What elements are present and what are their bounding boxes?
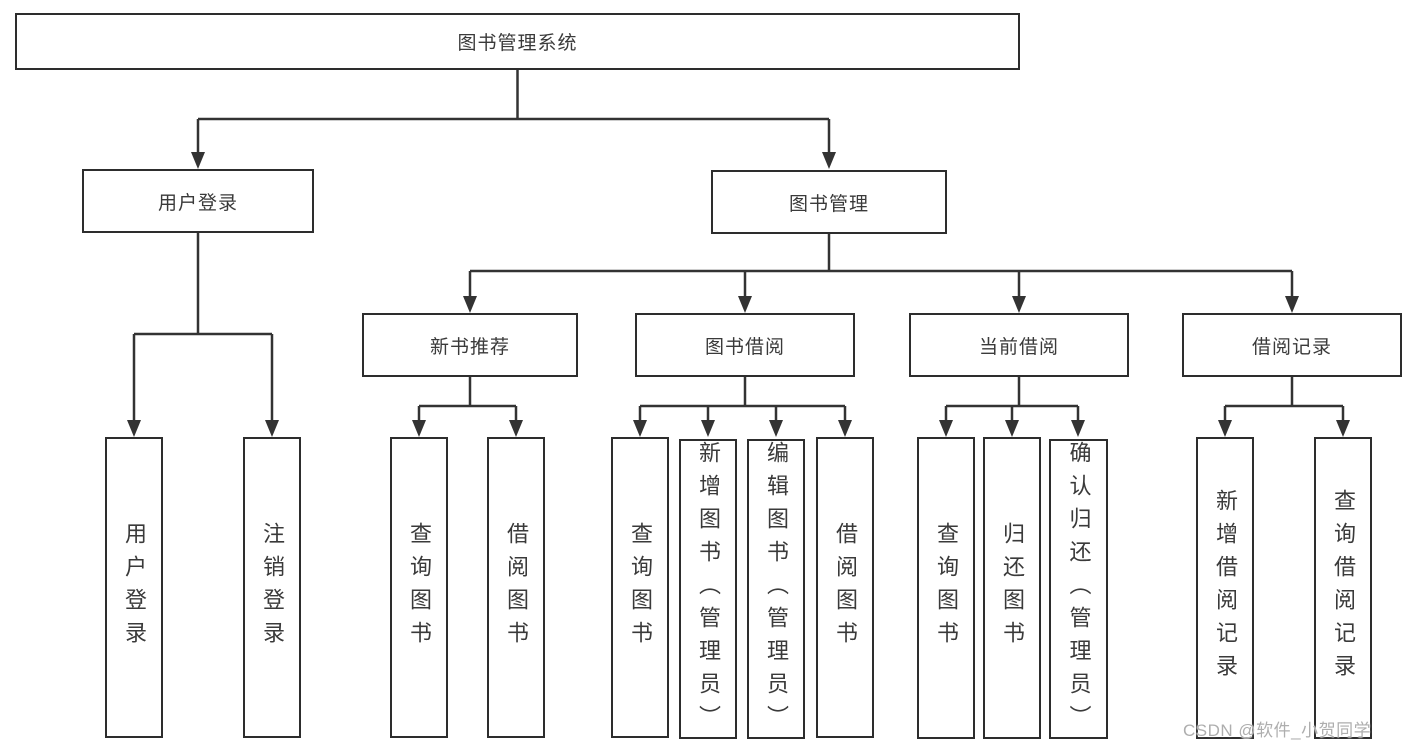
node-leaf-user-login: 用户登录 bbox=[105, 437, 163, 738]
node-leaf-br-add-record: 新增借阅记录 bbox=[1196, 437, 1254, 739]
node-label: 用户登录 bbox=[157, 192, 238, 214]
node-module-book-borrow: 图书借阅 bbox=[635, 313, 855, 377]
node-label: 当前借阅 bbox=[978, 336, 1059, 358]
node-leaf-rec-query-book: 查询图书 bbox=[390, 437, 448, 738]
node-label: 归还图书 bbox=[1000, 522, 1025, 654]
node-label: 查询图书 bbox=[934, 522, 959, 654]
node-label: 查询图书 bbox=[407, 521, 432, 654]
node-label: 确认归还（管理员） bbox=[1066, 441, 1092, 738]
node-label: 图书管理 bbox=[788, 193, 869, 215]
node-leaf-logout: 注销登录 bbox=[243, 437, 301, 738]
node-label: 新增图书（管理员） bbox=[696, 441, 721, 738]
connector-shafts bbox=[132, 70, 1345, 424]
node-leaf-cb-confirm-return-admin: 确认归还（管理员） bbox=[1049, 439, 1108, 739]
node-leaf-bb-query-book: 查询图书 bbox=[611, 437, 669, 738]
node-module-borrow-record: 借阅记录 bbox=[1182, 313, 1402, 377]
node-module-new-book-recommend: 新书推荐 bbox=[362, 313, 578, 377]
node-label: 借阅记录 bbox=[1251, 336, 1332, 358]
node-branch-user-login: 用户登录 bbox=[82, 169, 314, 233]
node-leaf-cb-return-book: 归还图书 bbox=[983, 437, 1041, 739]
node-label: 借阅图书 bbox=[833, 521, 858, 654]
csdn-watermark: CSDN @软件_小贺同学 bbox=[1183, 721, 1372, 740]
node-label: 图书借阅 bbox=[704, 336, 785, 358]
node-module-current-borrow: 当前借阅 bbox=[909, 313, 1129, 377]
node-leaf-rec-borrow-book: 借阅图书 bbox=[487, 437, 545, 738]
node-label: 查询借阅记录 bbox=[1331, 489, 1356, 687]
node-label: 查询图书 bbox=[628, 521, 653, 654]
node-label: 新增借阅记录 bbox=[1213, 489, 1238, 687]
node-label: 借阅图书 bbox=[504, 521, 529, 654]
node-label: 注销登录 bbox=[260, 521, 285, 654]
node-branch-book-management: 图书管理 bbox=[711, 170, 947, 234]
node-leaf-br-query-record: 查询借阅记录 bbox=[1314, 437, 1372, 739]
node-label: 图书管理系统 bbox=[457, 33, 578, 54]
node-leaf-bb-borrow-book: 借阅图书 bbox=[816, 437, 874, 738]
node-leaf-cb-query-book: 查询图书 bbox=[917, 437, 975, 739]
node-label: 编辑图书（管理员） bbox=[764, 441, 789, 738]
node-root-library-system: 图书管理系统 bbox=[15, 13, 1020, 70]
node-label: 用户登录 bbox=[122, 521, 147, 654]
node-leaf-bb-edit-book-admin: 编辑图书（管理员） bbox=[747, 439, 805, 739]
node-label: 新书推荐 bbox=[429, 336, 510, 358]
node-leaf-bb-add-book-admin: 新增图书（管理员） bbox=[679, 439, 737, 739]
